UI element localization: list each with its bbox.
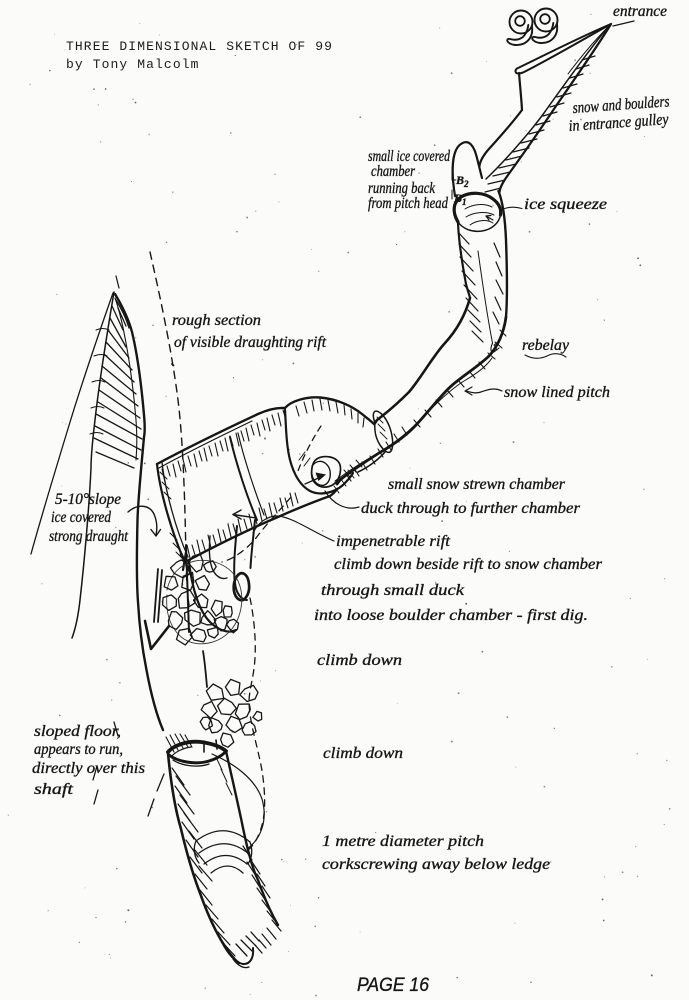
svg-text:duck through to further chambe: duck through to further chamber [361,500,581,517]
svg-text:snow lined pitch: snow lined pitch [504,384,610,401]
svg-text:small snow strewn chamber: small snow strewn chamber [388,476,566,493]
svg-text:shaft: shaft [34,781,74,798]
svg-text:entrance: entrance [613,3,667,20]
svg-text:directly over this: directly over this [32,760,145,777]
svg-text:ice squeeze: ice squeeze [524,196,607,213]
svg-text:PAGE 16: PAGE 16 [357,975,429,996]
svg-text:1 metre diameter pitch: 1 metre diameter pitch [322,833,484,850]
svg-text:corkscrewing away below ledge: corkscrewing away below ledge [322,856,550,873]
svg-text:into loose boulder chamber - f: into loose boulder chamber - first dig. [314,607,588,624]
svg-text:B: B [453,191,462,205]
svg-text:of visible draughting rift: of visible draughting rift [174,334,327,351]
svg-text:sloped floor,: sloped floor, [34,723,121,740]
svg-text:2: 2 [463,179,469,189]
svg-text:rough section: rough section [172,312,261,329]
svg-text:running back: running back [368,180,436,197]
svg-text:ice covered: ice covered [51,509,112,526]
svg-text:from pitch head: from pitch head [368,195,449,212]
svg-text:snow and boulders: snow and boulders [572,93,670,117]
svg-text:rebelay: rebelay [522,337,570,354]
svg-text:climb down beside rift to snow: climb down beside rift to snow chamber [334,556,603,573]
svg-text:strong draught: strong draught [49,528,128,545]
svg-text:chamber: chamber [371,163,416,180]
svg-text:1: 1 [462,197,467,207]
svg-text:B: B [455,173,464,187]
svg-text:through small duck: through small duck [321,582,465,599]
svg-text:5-10°slope: 5-10°slope [55,491,121,508]
svg-text:climb down: climb down [317,652,402,669]
svg-text:small ice covered: small ice covered [368,148,451,165]
svg-text:appears to run,: appears to run, [34,741,123,758]
svg-text:impenetrable rift: impenetrable rift [336,533,451,550]
svg-text:climb down: climb down [323,745,403,762]
